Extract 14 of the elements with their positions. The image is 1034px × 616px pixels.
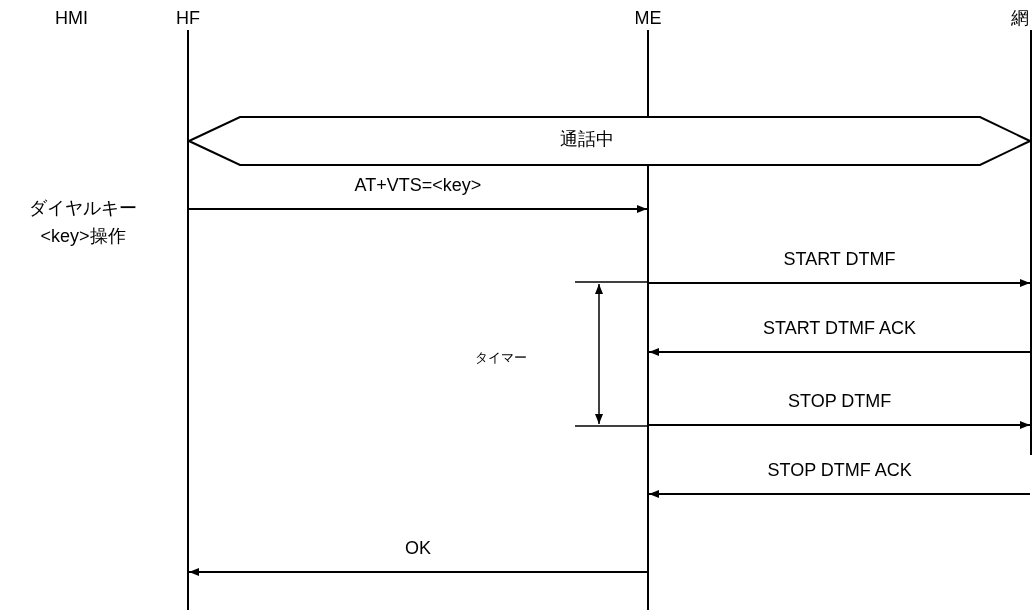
message-label: STOP DTMF [788,391,892,413]
message-label: OK [405,538,431,560]
arrow [648,490,1031,498]
message-label: START DTMF [783,249,896,271]
message-label: AT+VTS=<key> [354,175,482,197]
band-label: 通話中 [560,129,614,151]
arrow [188,205,648,213]
participant-label: HMI [55,8,88,30]
message-label: STOP DTMF ACK [767,460,912,482]
participant-label: 網 [1008,8,1032,30]
arrow [188,568,648,576]
note-text: ダイヤルキー <key>操作 [28,197,138,248]
timer-label: タイマー [475,350,527,366]
message-label: START DTMF ACK [763,318,917,340]
